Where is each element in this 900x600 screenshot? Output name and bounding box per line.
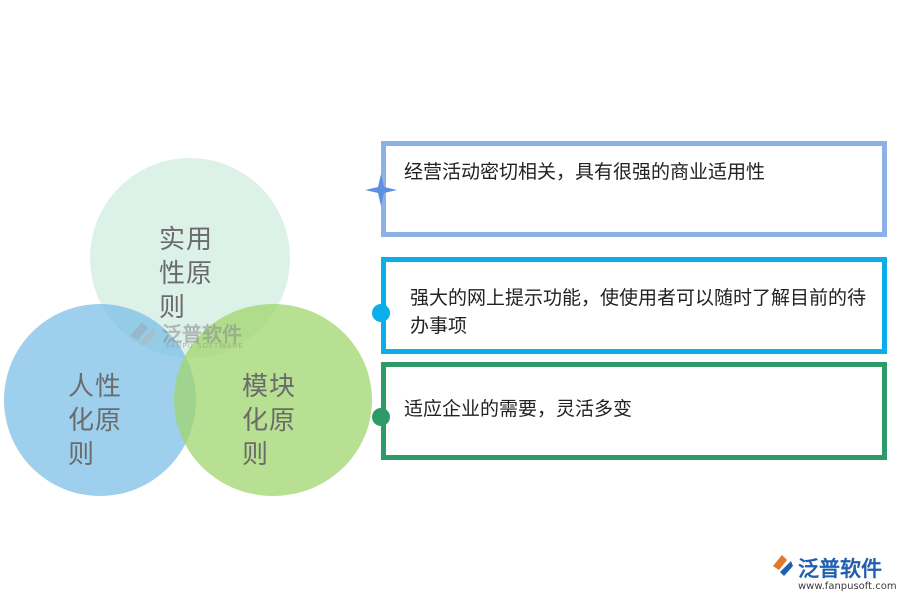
description-box-2: 强大的网上提示功能，使使用者可以随时了解目前的待办事项 [381,257,887,354]
description-text-1: 经营活动密切相关，具有很强的商业适用性 [404,161,766,183]
description-text-3: 适应企业的需要，灵活多变 [404,398,633,420]
brand-name: 泛普软件 [798,557,882,581]
watermark-subtitle: FANPU SOFTWARE [166,342,244,350]
practicality-label-line2: 性原 [159,259,214,289]
brand-logo: 泛普软件 www.fanpusoft.com [770,552,897,592]
watermark-name: 泛普软件 [162,322,242,346]
connector-dot-green-icon [372,408,390,426]
brand-url: www.fanpusoft.com [798,581,897,592]
humanization-label-line1: 人性 [68,372,123,402]
modularity-label: 模块 化原 则 [242,370,312,472]
principle-circle-modularity [174,304,372,496]
humanization-label-line2: 化原 [68,406,123,436]
connector-dot-blue-icon [372,304,390,322]
practicality-label: 实用 性原 则 [159,223,229,325]
description-box-1: 经营活动密切相关，具有很强的商业适用性 [381,141,887,237]
practicality-label-line1: 实用 [159,225,214,255]
modularity-label-line3: 则 [242,440,270,470]
humanization-label: 人性 化原 则 [68,370,138,472]
humanization-label-line3: 则 [68,440,96,470]
practicality-label-line3: 则 [159,293,187,323]
brand-logo-icon [773,555,793,576]
description-box-3: 适应企业的需要，灵活多变 [381,362,887,460]
modularity-label-line1: 模块 [242,372,297,402]
sparkle-star-icon [365,174,397,206]
modularity-label-line2: 化原 [242,406,297,436]
description-text-2: 强大的网上提示功能，使使用者可以随时了解目前的待办事项 [410,287,867,337]
watermark: 泛普软件 FANPU SOFTWARE [126,318,243,352]
principle-circle-humanization [4,304,196,496]
watermark-logo-icon [130,322,156,346]
